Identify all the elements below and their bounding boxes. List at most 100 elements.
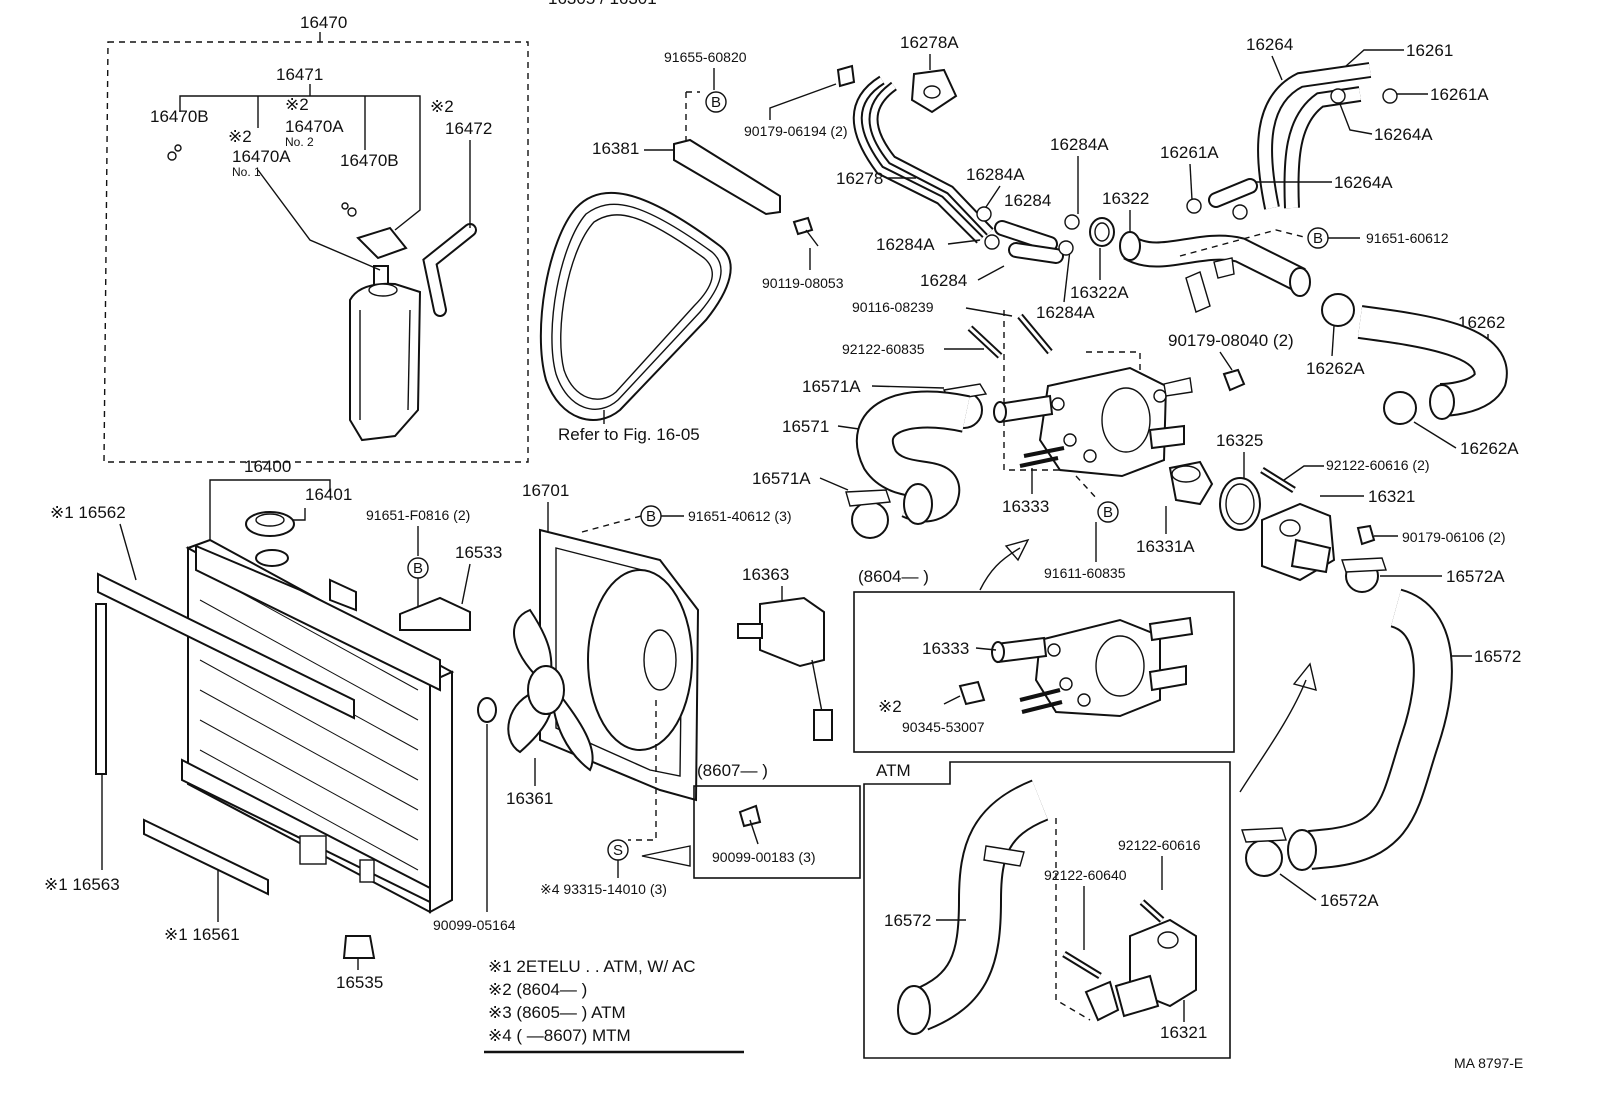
- label-16471: 16471: [276, 65, 323, 84]
- label-92122-60835: 92122-60835: [842, 341, 925, 357]
- label-16264A-b: 16264A: [1334, 173, 1393, 192]
- label-16322: 16322: [1102, 189, 1149, 208]
- label-16572A-b: 16572A: [1320, 891, 1379, 910]
- footnote-4: ※4 ( —8607) MTM: [488, 1026, 631, 1045]
- label-16363: 16363: [742, 565, 789, 584]
- label-16278: 16278: [836, 169, 883, 188]
- cushion-16535: [342, 935, 376, 959]
- label-16572A-a: 16572A: [1446, 567, 1505, 586]
- circle-b-1: B: [413, 560, 423, 577]
- circle-s: S: [613, 842, 623, 859]
- label-90179-08040: 90179-08040 (2): [1168, 331, 1294, 350]
- label-16325: 16325: [1216, 431, 1263, 450]
- circle-b-5: B: [1103, 504, 1113, 521]
- box-8607: (8607— ) 90099-00183 (3): [693, 761, 861, 879]
- label-16472: 16472: [445, 119, 492, 138]
- fan-motor: [759, 596, 825, 668]
- label-93315-14010: ※4 93315-14010 (3): [540, 881, 667, 897]
- label-91611-60835: 91611-60835: [1044, 565, 1126, 581]
- label-91651-40612: 91651-40612 (3): [688, 508, 792, 524]
- seal-16561: [143, 818, 269, 896]
- reservoir-group: 16470 16471 16470B ※2 ※2 16470A No. 2 16…: [103, 13, 529, 463]
- footnote-1: ※1 2ETELU . . ATM, W/ AC: [488, 957, 696, 976]
- bracket-16533: [399, 596, 471, 631]
- label-16470A-a: 16470A: [285, 117, 344, 136]
- label-16361: 16361: [506, 789, 553, 808]
- label-91655-60820: 91655-60820: [664, 49, 747, 65]
- label-16261A-b: 16261A: [1160, 143, 1219, 162]
- label-90119-08053: 90119-08053: [762, 275, 844, 291]
- label-16333-a: 16333: [1002, 497, 1049, 516]
- radiator-group: 16400 16401 ※1 16562 ※1: [44, 457, 516, 992]
- label-16401: 16401: [305, 485, 352, 504]
- label-16470B-a: 16470B: [150, 107, 209, 126]
- label-92122-60616-a: 92122-60616 (2): [1326, 457, 1430, 473]
- circle-b-4: B: [1313, 230, 1323, 247]
- footnote-3: ※3 (8605— ) ATM: [488, 1003, 626, 1022]
- mark2-c: ※2: [228, 127, 252, 146]
- label-16262A-b: 16262A: [1460, 439, 1519, 458]
- label-90179-06106: 90179-06106 (2): [1402, 529, 1506, 545]
- label-16533: 16533: [455, 543, 502, 562]
- bracket-16381: [673, 138, 781, 216]
- label-16284-a: 16284: [1004, 191, 1051, 210]
- reservoir-cap: [356, 226, 408, 260]
- inlet-housing-group: 16333 B 91611-60835: [993, 310, 1193, 581]
- reservoir-dashed-box: [103, 41, 529, 463]
- refer-text: Refer to Fig. 16-05: [558, 425, 700, 444]
- label-16470A-b: 16470A: [232, 147, 291, 166]
- box-atm-label: ATM: [876, 761, 911, 780]
- label-16261: 16261: [1406, 41, 1453, 60]
- fan-group: 16701 B 91651-40612 (3) 16361 16363 S: [506, 481, 833, 897]
- plug-90345-53007: [958, 680, 986, 706]
- box-8604-label: (8604— ): [858, 567, 929, 586]
- label-16571: 16571: [782, 417, 829, 436]
- belt-group: Refer to Fig. 16-05 91655-60820 B 16381 …: [539, 49, 844, 444]
- label-16284A-a: 16284A: [966, 165, 1025, 184]
- label-16264A-a: 16264A: [1374, 125, 1433, 144]
- label-16470B-b: 16470B: [340, 151, 399, 170]
- label-16322A: 16322A: [1070, 283, 1129, 302]
- label-no2: No. 2: [285, 135, 314, 149]
- label-16470: 16470: [300, 13, 347, 32]
- label-16321-b: 16321: [1160, 1023, 1207, 1042]
- figure-code: MA 8797-E: [1454, 1055, 1523, 1071]
- mark2-a: ※2: [285, 95, 309, 114]
- label-92122-60640: 92122-60640: [1044, 867, 1127, 883]
- label-16284-b: 16284: [920, 271, 967, 290]
- inlet-pipe-group: 16322 16264 16261 16261A 16264A 16261A 1…: [1102, 35, 1489, 313]
- label-16321-a: 16321: [1368, 487, 1415, 506]
- circle-b-3: B: [711, 94, 721, 111]
- label-16561: ※1 16561: [164, 925, 240, 944]
- radiator-hose-lower: 16572 16572A: [1239, 588, 1521, 910]
- label-16262: 16262: [1458, 313, 1505, 332]
- label-16262A-a: 16262A: [1306, 359, 1365, 378]
- label-16284A-d: 16284A: [1036, 303, 1095, 322]
- label-91651-F0816: 91651-F0816 (2): [366, 507, 470, 523]
- label-16701: 16701: [522, 481, 569, 500]
- label-mark2-plug: ※2: [878, 697, 902, 716]
- label-16563: ※1 16563: [44, 875, 120, 894]
- radiator-hose-upper: 16262 16262A 16262A 90116-08239 92122-60…: [842, 293, 1519, 458]
- label-16572-a: 16572: [1474, 647, 1521, 666]
- label-90179-06194: 90179-06194 (2): [744, 123, 848, 139]
- label-16333-b: 16333: [922, 639, 969, 658]
- label-16562: ※1 16562: [50, 503, 126, 522]
- label-90099-00183: 90099-00183 (3): [712, 849, 816, 865]
- box-8607-label: (8607— ): [697, 761, 768, 780]
- thermostat-group: 16325 16331A 92122-60616 (2) 16321 90179…: [1136, 431, 1506, 593]
- label-16381: 16381: [592, 139, 639, 158]
- bypass-pipe-group: 16278A 90179-06194 (2) 16278 16284A 1628…: [744, 33, 1129, 322]
- label-16264: 16264: [1246, 35, 1293, 54]
- label-92122-60616-b: 92122-60616: [1118, 837, 1201, 853]
- label-16572-b: 16572: [884, 911, 931, 930]
- circle-b-2: B: [646, 508, 656, 525]
- label-16284A-b: 16284A: [1050, 135, 1109, 154]
- label-16535: 16535: [336, 973, 383, 992]
- mark2-b: ※2: [430, 97, 454, 116]
- label-16400: 16400: [244, 457, 291, 476]
- hose-16571-group: 16571A 16571 16571A: [752, 377, 988, 539]
- label-no1: No. 1: [232, 165, 261, 179]
- label-16261A-a: 16261A: [1430, 85, 1489, 104]
